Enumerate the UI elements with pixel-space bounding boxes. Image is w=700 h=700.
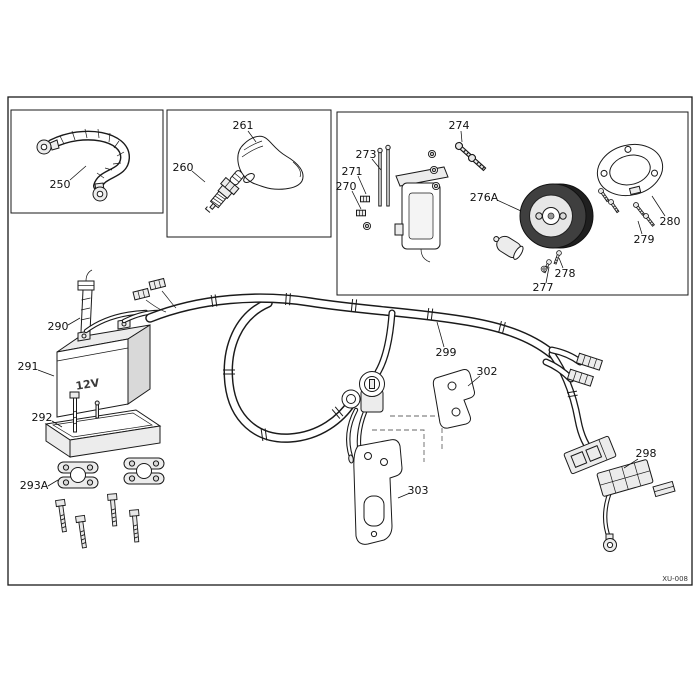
label-298: 298 [636,447,657,460]
label-260: 260 [173,161,194,174]
part-roller [493,235,524,260]
label-271: 271 [342,165,363,178]
label-299: 299 [436,346,457,359]
part-clamp [57,461,99,489]
label-274: 274 [449,119,470,132]
part-battery-cable [36,128,130,202]
label-279: 279 [634,233,655,246]
part-clamp [123,457,165,485]
part-bracket-small [432,369,475,429]
part-labels: 250 260 261 273 271 270 274 276A 277 278… [18,119,681,499]
ring-terminal [92,182,108,202]
label-270: 270 [336,180,357,193]
harness-connector [148,277,167,291]
label-280: 280 [660,215,681,228]
battery-voltage-text: 12V [75,376,101,393]
label-278: 278 [555,267,576,280]
ring-terminal [603,533,617,552]
tray-bolt [69,391,80,433]
label-277: 277 [533,281,554,294]
part-battery-band [77,269,95,333]
part-flywheel-rotor [519,183,594,249]
part-wire-harness [86,277,612,538]
label-302: 302 [477,365,498,378]
inset-box-ignition [336,111,689,296]
part-stator-plate [596,143,664,197]
label-293A: 293A [20,479,49,492]
harness-connector [575,352,604,371]
part-ignition-switch [341,371,385,466]
label-291: 291 [18,360,39,373]
label-303: 303 [408,484,429,497]
part-nut-washer-set [356,149,441,231]
part-connector-set [563,435,676,552]
cable-braid-texture [59,128,125,179]
label-273: 273 [356,148,377,161]
harness-connector [132,287,151,301]
inset-box-cable [10,109,164,214]
drawing-code: XU-008 [662,575,688,583]
part-spark-plug-cap [237,135,304,190]
part-battery-tray [44,391,162,458]
label-292: 292 [32,411,53,424]
ring-terminal [36,139,60,155]
label-261: 261 [233,119,254,132]
label-276A: 276A [470,191,499,204]
label-250: 250 [50,178,71,191]
harness-connector [566,368,595,387]
alignment-dash-line [372,429,425,462]
label-290: 290 [48,320,69,333]
part-bracket-large [353,439,403,545]
